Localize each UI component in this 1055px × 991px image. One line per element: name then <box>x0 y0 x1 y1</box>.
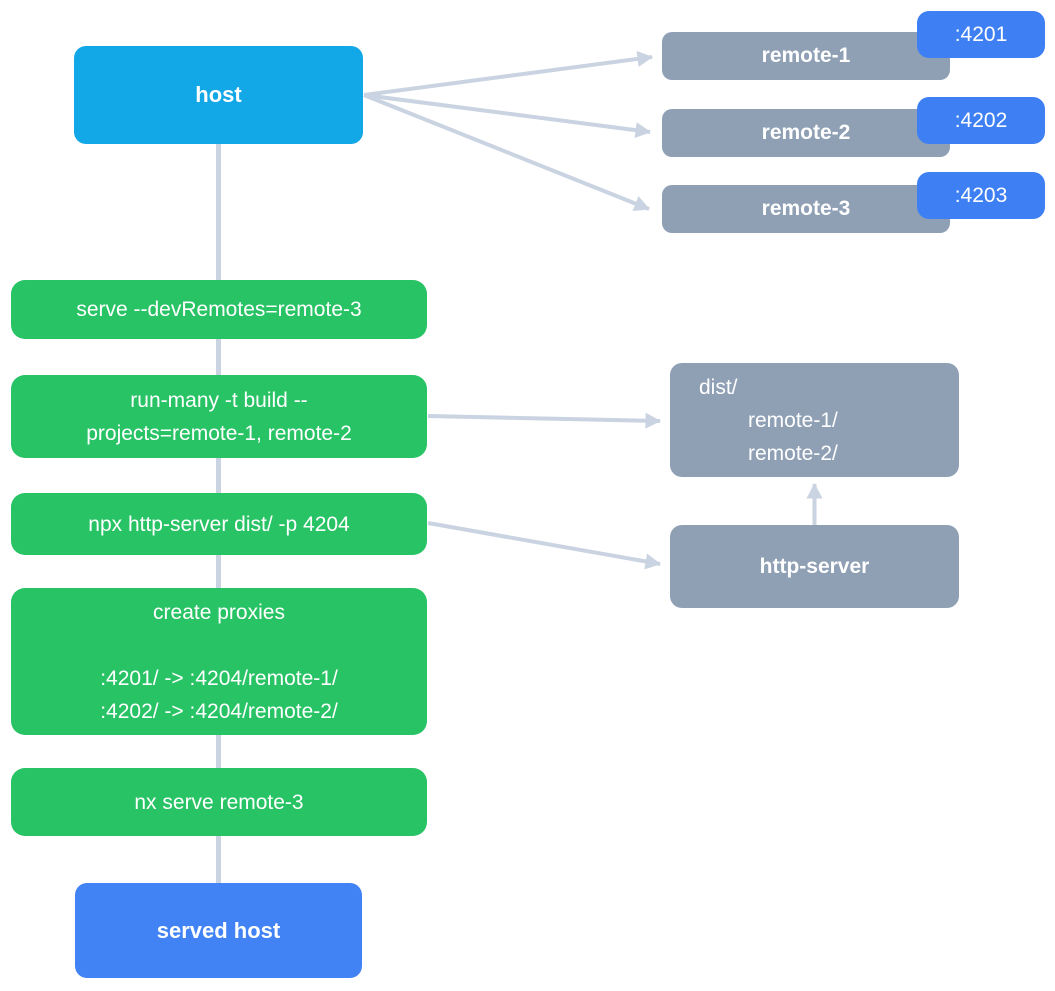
command-create-proxies: create proxies :4201/ -> :4204/remote-1/… <box>11 588 427 735</box>
command-create-proxies-map-2: :4202/ -> :4204/remote-2/ <box>100 699 338 723</box>
dist-child-remote-2: remote-2/ <box>748 442 838 465</box>
port-badge-4203: :4203 <box>917 172 1045 219</box>
command-run-many-build-line-2: projects=remote-1, remote-2 <box>86 421 352 445</box>
command-run-many-build: run-many -t build -- projects=remote-1, … <box>11 375 427 458</box>
node-remote-1-label: remote-1 <box>761 44 851 67</box>
command-create-proxies-title: create proxies <box>153 600 285 624</box>
command-npx-http-server: npx http-server dist/ -p 4204 <box>11 493 427 555</box>
node-http-server: http-server <box>670 525 959 608</box>
arrow-host-to-remote-3 <box>363 93 650 212</box>
node-host-label: host <box>195 82 242 107</box>
port-badge-4202-label: :4202 <box>954 108 1008 132</box>
node-dist-folder: dist/ remote-1/ remote-2/ <box>670 363 959 477</box>
node-http-server-label: http-server <box>759 554 870 578</box>
node-host: host <box>74 46 363 144</box>
node-remote-1: remote-1 <box>662 32 950 80</box>
dist-root-line: dist/ <box>699 376 738 399</box>
node-remote-3: remote-3 <box>662 185 950 233</box>
command-serve-dev-remotes: serve --devRemotes=remote-3 <box>11 280 427 339</box>
command-run-many-build-line-1: run-many -t build -- <box>130 388 308 412</box>
command-nx-serve-remote-3: nx serve remote-3 <box>11 768 427 836</box>
command-serve-dev-remotes-text: serve --devRemotes=remote-3 <box>76 298 362 321</box>
command-nx-serve-remote-3-text: nx serve remote-3 <box>134 790 304 814</box>
node-served-host: served host <box>75 883 362 978</box>
arrow-run-many-to-dist <box>427 412 661 429</box>
node-remote-3-label: remote-3 <box>761 197 851 220</box>
arrow-host-to-remote-2 <box>363 93 651 139</box>
command-npx-http-server-text: npx http-server dist/ -p 4204 <box>88 512 350 536</box>
node-remote-2-label: remote-2 <box>761 121 851 144</box>
arrow-host-to-remote-1 <box>363 50 653 97</box>
dist-child-remote-1: remote-1/ <box>748 409 838 432</box>
port-badge-4201: :4201 <box>917 11 1045 58</box>
command-create-proxies-map-1: :4201/ -> :4204/remote-1/ <box>100 666 338 690</box>
node-remote-2: remote-2 <box>662 109 950 157</box>
arrow-npx-to-http-server <box>427 521 661 570</box>
port-badge-4201-label: :4201 <box>954 22 1008 46</box>
port-badge-4202: :4202 <box>917 97 1045 144</box>
port-badge-4203-label: :4203 <box>954 183 1008 207</box>
node-served-host-label: served host <box>156 917 281 943</box>
